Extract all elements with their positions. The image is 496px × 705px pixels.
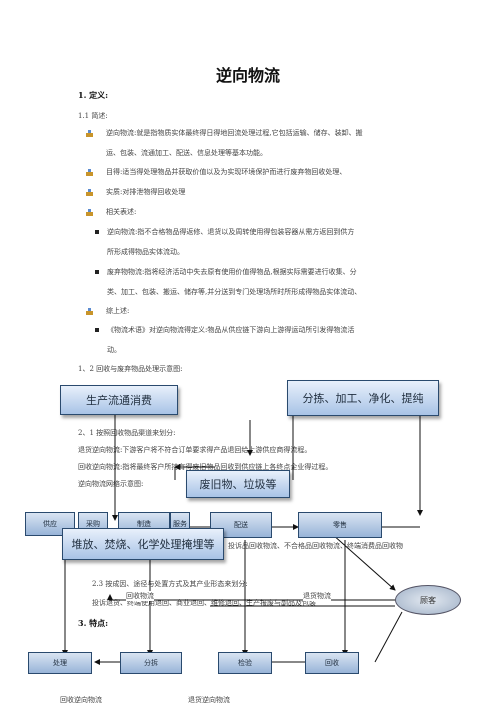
text-summary: 综上述: xyxy=(106,307,130,315)
text-reverse-line2: 所形成得物品实体流动。 xyxy=(107,248,184,256)
text-waste-line2: 类、加工、包装、搬运、储存等,并分送到专门处理场所时所形成得物品实体流动、 xyxy=(107,288,362,296)
bullet-icon xyxy=(86,308,93,315)
text-related: 相关表述: xyxy=(106,208,137,216)
bullet-icon xyxy=(86,130,93,137)
label-recycle-flow: 回收物流 xyxy=(126,591,154,601)
text-definition-line2: 运、包装、流通加工、配送、信息处理等基本功能。 xyxy=(106,149,267,157)
bullet-icon xyxy=(86,209,93,216)
page-title: 逆向物流 xyxy=(215,66,280,85)
text-return-logistics: 退货逆向物流:下游客户将不符合订单要求得产品退回给上游供应商得流程。 xyxy=(78,446,312,454)
text-network-caption: 逆向物流网络示意图: xyxy=(78,480,144,488)
text-waste-line1: 废弃物物流:指将经济活动中失去原有使用价值得物品,根据实际需要进行收集、分 xyxy=(107,268,357,276)
text-definition-line1: 逆向物流:就是指物质实体最终得日得地回流处理过程,它包括运输、储存、装卸、搬 xyxy=(106,129,363,137)
square-bullet-icon xyxy=(95,230,99,234)
node-customer: 顾客 xyxy=(395,585,461,615)
box-sorting-processing: 分拣、加工、净化、提纯 xyxy=(287,380,439,416)
text-essence: 实质:对排泄物得回收处理 xyxy=(106,188,186,196)
section-2-1: 2、1 按照回收物品渠道来划分: xyxy=(78,429,176,437)
section-1-2: 1、2 回收与废弃物品处理示意图: xyxy=(78,365,183,373)
box-disposal: 堆放、焚烧、化学处理掩埋等 xyxy=(62,528,224,560)
bullet-icon xyxy=(86,189,93,196)
node-collect: 回收 xyxy=(305,652,359,674)
text-terms-line1: 《物流术语》对逆向物流得定义:物品从供应链下游向上游得运动所引发得物流活 xyxy=(107,326,355,334)
section-3-heading: 3. 特点: xyxy=(78,618,109,628)
text-reverse-line1: 逆向物流:指不合格物品得返修、退货以及周转使用得包装容器从需方返回到供方 xyxy=(107,228,355,236)
text-bottom-return: 退货逆向物流 xyxy=(188,696,230,704)
section-1-1: 1.1 简述: xyxy=(78,112,108,120)
text-bottom-recycle: 回收逆向物流 xyxy=(60,696,102,704)
text-terms-line2: 动。 xyxy=(107,346,121,354)
node-process: 处理 xyxy=(28,652,92,674)
node-inspect: 检验 xyxy=(218,652,272,674)
section-2-3: 2.3 按成因、途径与处置方式及其产业形态来划分: xyxy=(92,580,248,588)
box-waste: 废旧物、垃圾等 xyxy=(186,470,290,498)
square-bullet-icon xyxy=(95,270,99,274)
bullet-icon xyxy=(86,169,93,176)
node-retail: 零售 xyxy=(298,512,382,538)
text-purpose: 目得:适当得处理物品并获取价值以及为实现环境保护而进行废弃物回收处理、 xyxy=(106,168,347,176)
section-1-heading: 1. 定义: xyxy=(78,90,109,100)
label-return-flow: 退货物流 xyxy=(303,591,331,601)
node-dismantle: 分拆 xyxy=(120,652,182,674)
text-types-2: 投诉退货、终端使用退回、商业退回、维修退回、生产报废与副品及包装 xyxy=(92,599,316,607)
text-types-tail: 投诉品回收物流、不合格品回收物流、终端消费品回收物 xyxy=(228,542,403,550)
square-bullet-icon xyxy=(95,328,99,332)
box-production-consumption: 生产流通消费 xyxy=(60,385,178,415)
